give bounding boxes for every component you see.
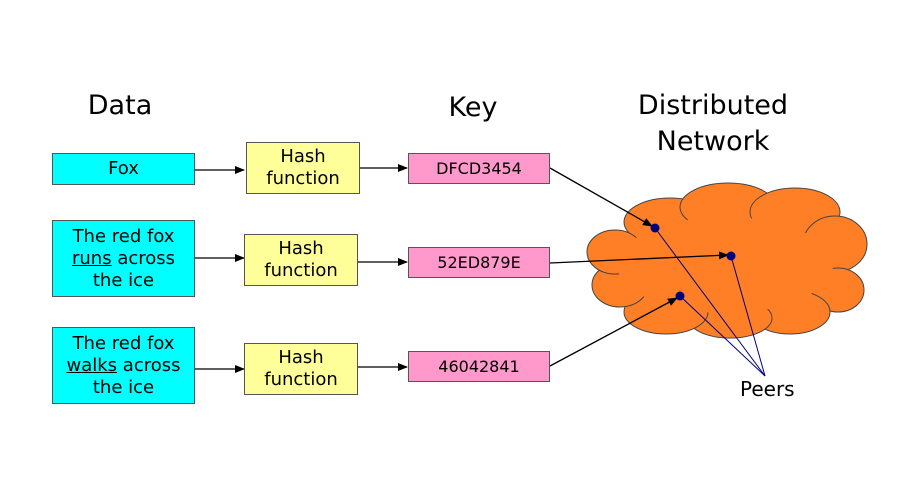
data-box-3-line1: The red fox bbox=[72, 332, 175, 354]
network-header-line1: Distributed bbox=[637, 90, 789, 121]
key-box-3: 46042841 bbox=[408, 351, 550, 382]
data-box-1-line1: Fox bbox=[108, 158, 139, 179]
key-box-2-value: 52ED879E bbox=[437, 252, 521, 272]
hash-function-box-2: Hash function bbox=[244, 234, 358, 286]
arrow-key-to-peer-1 bbox=[549, 167, 653, 227]
key-column-header: Key bbox=[448, 92, 498, 123]
key-box-3-value: 46042841 bbox=[438, 356, 520, 376]
data-box-2-line2-rest: across bbox=[111, 247, 176, 269]
peers-pointer-line-3 bbox=[679, 295, 766, 377]
data-box-2: The red fox runs across the ice bbox=[52, 220, 195, 297]
hash-box-2-line1: Hash bbox=[278, 238, 324, 259]
peer-node-2 bbox=[726, 251, 736, 261]
data-box-3-line2-rest: across bbox=[117, 354, 181, 376]
data-box-2-line3: the ice bbox=[92, 269, 155, 291]
hash-box-1-line2: function bbox=[266, 168, 340, 189]
arrow-key-to-peer-3 bbox=[549, 297, 678, 367]
network-column-header: Distributed Network bbox=[608, 88, 818, 160]
hash-function-box-3: Hash function bbox=[244, 343, 358, 395]
peer-node-1 bbox=[650, 223, 660, 233]
peer-node-3 bbox=[675, 291, 685, 301]
key-box-2: 52ED879E bbox=[408, 247, 550, 278]
data-column-header: Data bbox=[87, 90, 153, 121]
data-box-1: Fox bbox=[52, 153, 195, 185]
data-box-2-underlined-word: runs bbox=[71, 247, 112, 269]
data-box-2-line2: runs across bbox=[72, 248, 175, 270]
network-header-line2: Network bbox=[656, 126, 770, 157]
data-box-2-line1: The red fox bbox=[72, 225, 175, 247]
hash-box-2-line2: function bbox=[264, 260, 338, 281]
peers-pointer-line-1 bbox=[654, 227, 766, 377]
hash-box-3-line2: function bbox=[264, 369, 338, 390]
peers-pointer-line-2 bbox=[730, 255, 766, 377]
hash-function-box-1: Hash function bbox=[246, 142, 360, 194]
key-box-1-value: DFCD3454 bbox=[436, 158, 522, 178]
network-cloud-core bbox=[617, 217, 833, 313]
key-box-1: DFCD3454 bbox=[408, 153, 550, 184]
data-box-3-line2: walks across bbox=[67, 355, 181, 377]
peers-label: Peers bbox=[740, 377, 795, 401]
data-box-3-underlined-word: walks bbox=[66, 354, 118, 376]
data-box-3-line3: the ice bbox=[92, 376, 155, 398]
hash-box-3-line1: Hash bbox=[278, 347, 324, 368]
arrow-key-to-peer-2 bbox=[549, 251, 729, 264]
hash-box-1-line1: Hash bbox=[280, 146, 326, 167]
data-box-3: The red fox walks across the ice bbox=[52, 327, 195, 404]
